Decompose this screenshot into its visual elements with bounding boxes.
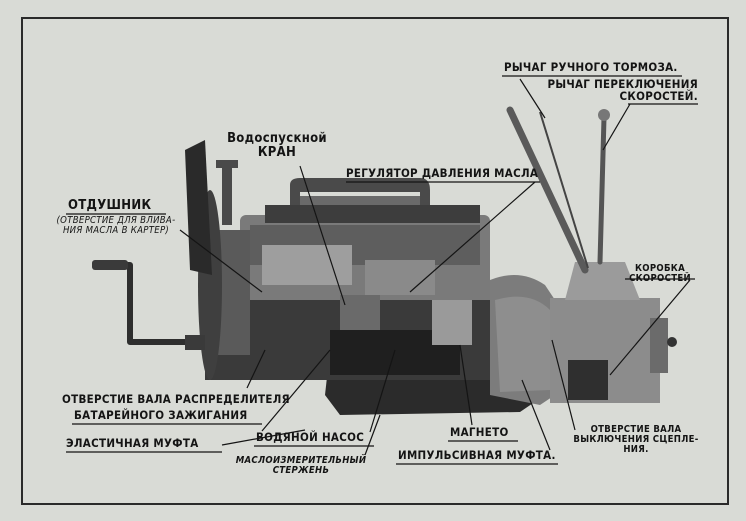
label-clutch-shaft-hole-line3: НИЯ. [623,443,649,455]
label-gear-shift-lever-line2: СКОРОСТЕЙ. [619,89,698,104]
label-clutch-shaft-hole-line2: ВЫКЛЮЧЕНИЯ СЦЕПЛЕ- [573,433,699,445]
label-dipstick-line2: СТЕРЖЕНЬ [272,464,330,476]
label-clutch-shaft-hole: ОТВЕРСТИЕ ВАЛА ВЫКЛЮЧЕНИЯ СЦЕПЛЕ- НИЯ. [566,425,706,455]
label-magneto: МАГНЕТО [450,425,509,439]
label-impulse-coupling: ИМПУЛЬСИВНАЯ МУФТА. [398,448,556,462]
label-drain-cock: Водоспускной КРАН [222,132,332,159]
label-parking-brake-lever: РЫЧАГ РУЧНОГО ТОРМОЗА. [504,60,678,74]
label-distributor-hole-line1: ОТВЕРСТИЕ ВАЛА РАСПРЕДЕЛИТЕЛЯ [62,392,290,406]
label-underlines [66,75,698,465]
magneto-unit [432,300,472,345]
label-gearbox-line1: КОРОБКА [635,263,685,274]
label-dipstick: МАСЛОИЗМЕРИТЕЛЬНЫЙ СТЕРЖЕНЬ [226,456,376,476]
label-breather-note: (ОТВЕРСТИЕ ДЛЯ ВЛИВА- НИЯ МАСЛА В КАРТЕР… [56,216,176,236]
label-distributor-hole-line2: БАТАРЕЙНОГО ЗАЖИГАНИЯ [74,408,248,422]
label-breather-note-line1: (ОТВЕРСТИЕ ДЛЯ ВЛИВА- [56,215,176,226]
leader-lines [179,78,691,456]
gear-shift-lever-rod [597,115,607,265]
parking-brake-lever-rod [506,106,589,274]
label-drain-cock-line1: Водоспускной [227,131,327,146]
engine-illustration [92,106,677,415]
label-water-pump: ВОДЯНОЙ НАСОС [256,430,365,444]
label-breather: ОТДУШНИК [68,198,152,213]
label-gearbox-line2: СКОРОСТЕЙ [629,272,691,284]
label-oil-pressure-regulator: РЕГУЛЯТОР ДАВЛЕНИЯ МАСЛА [346,166,539,180]
label-gear-shift-lever: РЫЧАГ ПЕРЕКЛЮЧЕНИЯ СКОРОСТЕЙ. [536,78,698,102]
intake-manifold [290,178,430,205]
label-flexible-coupling: ЭЛАСТИЧНАЯ МУФТА [66,436,199,450]
label-breather-note-line2: НИЯ МАСЛА В КАРТЕР) [62,224,170,236]
fan-blade [185,140,212,275]
figure-frame [21,17,729,505]
label-gearbox: КОРОБКА СКОРОСТЕЙ [622,264,698,284]
label-dipstick-line1: МАСЛОИЗМЕРИТЕЛЬНЫЙ [235,455,367,466]
label-drain-cock-line2: КРАН [257,144,297,160]
label-gear-shift-lever-line1: РЫЧАГ ПЕРЕКЛЮЧЕНИЯ [547,77,698,91]
label-clutch-shaft-hole-line1: ОТВЕРСТИЕ ВАЛА [590,424,682,435]
